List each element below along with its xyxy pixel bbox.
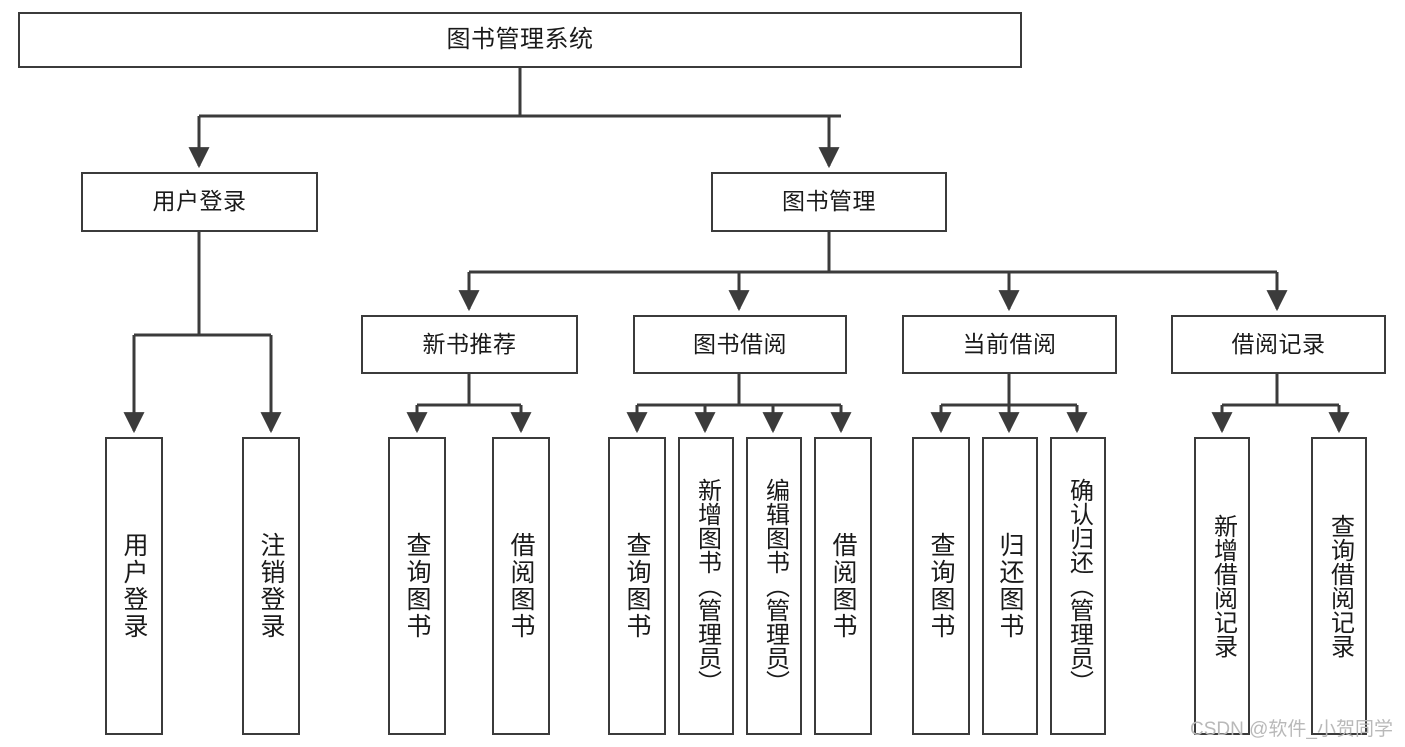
leaf-current-borrow-return[interactable]: 归还图书 bbox=[982, 437, 1038, 735]
node-label: 借阅图书 bbox=[507, 532, 535, 640]
node-borrow-record[interactable]: 借阅记录 bbox=[1171, 315, 1386, 374]
leaf-new-book-query[interactable]: 查询图书 bbox=[388, 437, 446, 735]
node-current-borrow[interactable]: 当前借阅 bbox=[902, 315, 1117, 374]
leaf-book-borrow-add[interactable]: 新增图书（管理员） bbox=[678, 437, 734, 735]
node-user-login[interactable]: 用户登录 bbox=[81, 172, 318, 232]
node-book-management[interactable]: 图书管理 bbox=[711, 172, 947, 232]
node-label: 当前借阅 bbox=[962, 330, 1057, 357]
node-label: 确认归还（管理员） bbox=[1065, 478, 1093, 694]
node-label: 新书推荐 bbox=[422, 330, 517, 357]
leaf-current-borrow-confirm-return[interactable]: 确认归还（管理员） bbox=[1050, 437, 1106, 735]
leaf-current-borrow-query[interactable]: 查询图书 bbox=[912, 437, 970, 735]
node-label: 用户登录 bbox=[120, 532, 148, 640]
node-label: 编辑图书（管理员） bbox=[761, 478, 789, 694]
node-new-book-recommend[interactable]: 新书推荐 bbox=[361, 315, 578, 374]
leaf-book-borrow-borrow[interactable]: 借阅图书 bbox=[814, 437, 872, 735]
node-label: 注销登录 bbox=[257, 532, 285, 640]
node-label: 图书借阅 bbox=[693, 330, 787, 357]
node-book-borrow[interactable]: 图书借阅 bbox=[633, 315, 847, 374]
leaf-borrow-record-query[interactable]: 查询借阅记录 bbox=[1311, 437, 1367, 735]
node-label: 图书管理 bbox=[782, 188, 876, 215]
node-label: 新增图书（管理员） bbox=[693, 478, 721, 694]
leaf-user-login-logout[interactable]: 注销登录 bbox=[242, 437, 300, 735]
node-root-system[interactable]: 图书管理系统 bbox=[18, 12, 1022, 68]
leaf-book-borrow-edit[interactable]: 编辑图书（管理员） bbox=[746, 437, 802, 735]
csdn-watermark: CSDN @软件_小贺同学 bbox=[1190, 719, 1393, 740]
leaf-book-borrow-query[interactable]: 查询图书 bbox=[608, 437, 666, 735]
node-label: 图书管理系统 bbox=[446, 25, 594, 53]
node-label: 新增借阅记录 bbox=[1209, 514, 1237, 658]
node-label: 借阅图书 bbox=[829, 532, 857, 640]
leaf-borrow-record-add[interactable]: 新增借阅记录 bbox=[1194, 437, 1250, 735]
node-label: 查询图书 bbox=[403, 532, 431, 640]
node-label: 用户登录 bbox=[152, 188, 247, 215]
node-label: 查询图书 bbox=[623, 532, 651, 640]
node-label: 借阅记录 bbox=[1231, 330, 1326, 357]
node-label: 查询图书 bbox=[927, 532, 955, 640]
node-label: 查询借阅记录 bbox=[1326, 514, 1354, 658]
leaf-new-book-borrow[interactable]: 借阅图书 bbox=[492, 437, 550, 735]
leaf-user-login-login[interactable]: 用户登录 bbox=[105, 437, 163, 735]
node-label: 归还图书 bbox=[996, 532, 1024, 640]
